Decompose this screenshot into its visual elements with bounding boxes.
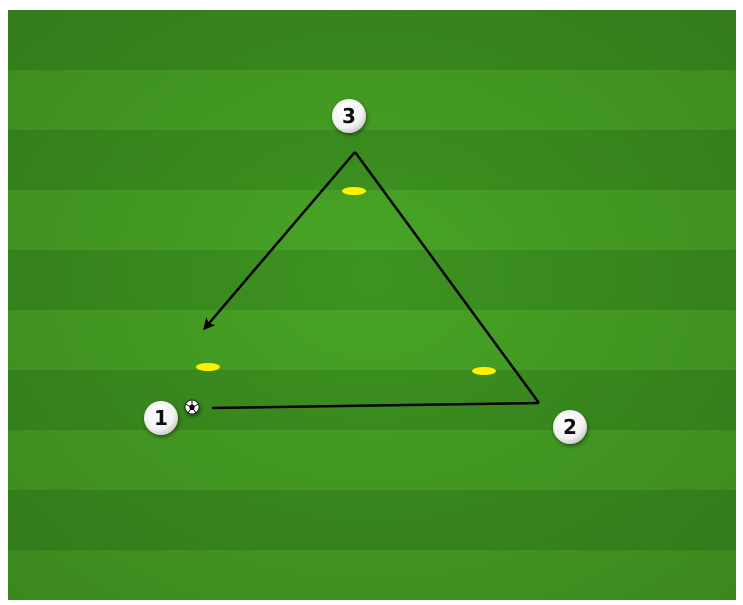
pass-arrow-3-to-1	[203, 151, 356, 331]
cone-top	[342, 187, 366, 195]
soccer-ball-icon	[184, 399, 200, 415]
pass-line-2-to-3	[353, 151, 541, 404]
player-3-label: 3	[342, 104, 356, 128]
pass-line-1-to-2	[211, 401, 540, 410]
cone-right	[472, 367, 496, 375]
drill-diagram: 3 1 2	[8, 10, 736, 600]
player-1-marker[interactable]: 1	[144, 401, 178, 435]
training-pitch: 3 1 2	[8, 10, 736, 600]
player-1-label: 1	[154, 406, 168, 430]
player-2-label: 2	[563, 415, 577, 439]
cone-left	[196, 363, 220, 371]
player-2-marker[interactable]: 2	[553, 410, 587, 444]
grass-vignette	[8, 10, 736, 600]
player-3-marker[interactable]: 3	[332, 99, 366, 133]
